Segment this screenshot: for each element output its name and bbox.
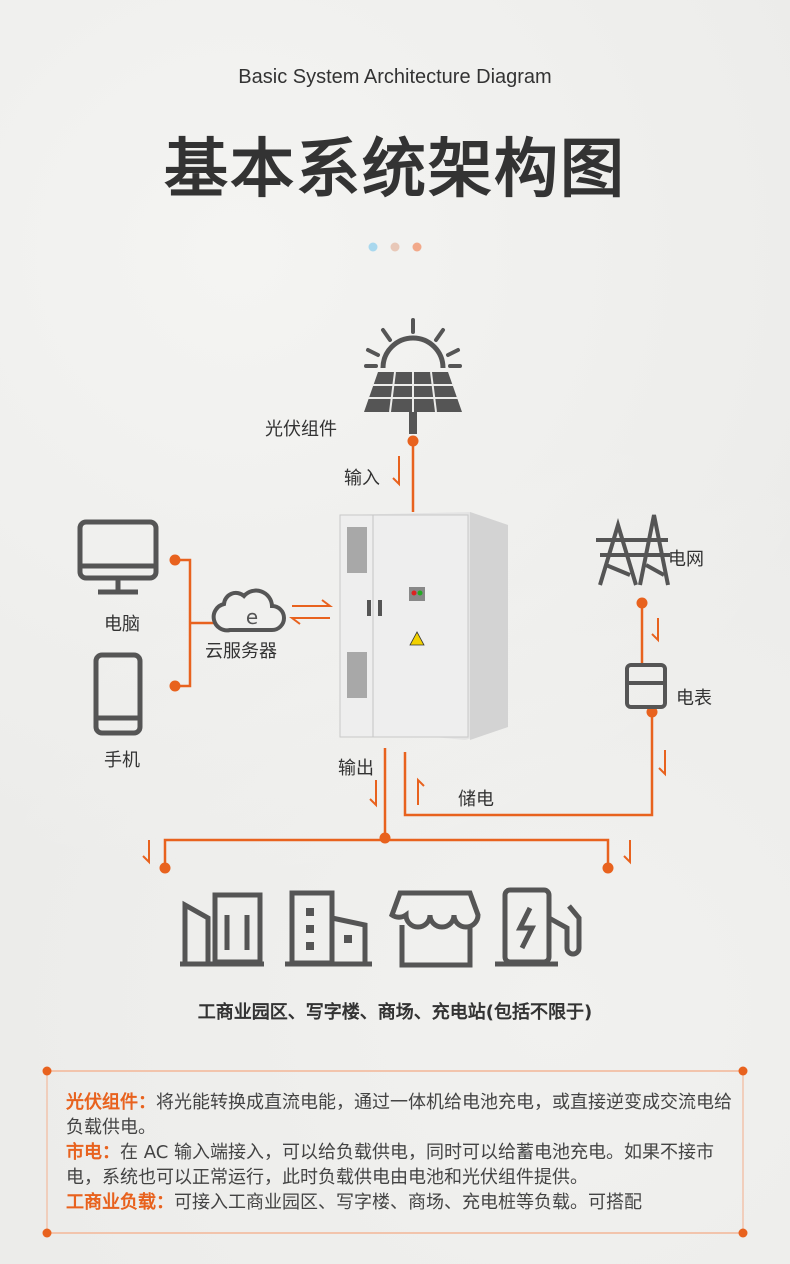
cloud-icon: [211, 588, 286, 633]
label-cloud: 云服务器: [205, 641, 277, 662]
label-phone: 手机: [104, 750, 140, 771]
solar-panel-icon: [364, 318, 462, 434]
desc-grid: 市电：在 AC 输入端接入，可以给负载供电，同时可以给蓄电池充电。如果不接市电，…: [66, 1140, 736, 1190]
flow-arrows: [142, 456, 666, 865]
description: 光伏组件：将光能转换成直流电能，通过一体机给电池充电，或直接逆变成交流电给负载供…: [66, 1090, 736, 1215]
connection-dots: [159, 435, 658, 874]
subtitle: Basic System Architecture Diagram: [238, 66, 552, 88]
phone-icon: [93, 652, 143, 736]
desc-text: 将光能转换成直流电能，通过一体机给电池充电，或直接逆变成交流电给负载供电。: [66, 1092, 732, 1138]
decor-dots: [368, 242, 422, 252]
desc-pv: 光伏组件：将光能转换成直流电能，通过一体机给电池充电，或直接逆变成交流电给负载供…: [66, 1090, 736, 1140]
industrial-park-icon: [180, 892, 264, 967]
desc-load: 工商业负载：可接入工商业园区、写字楼、商场、充电桩等负载。可搭配: [66, 1190, 736, 1215]
description-frame: [42, 1066, 748, 1238]
shopping-mall-icon: [389, 890, 481, 968]
label-input: 输入: [344, 468, 380, 489]
electric-meter-icon: [625, 663, 667, 709]
office-building-icon: [285, 890, 372, 967]
label-output: 输出: [338, 758, 374, 779]
term: 工商业负载：: [66, 1192, 174, 1213]
label-meter: 电表: [676, 688, 712, 709]
cloud-glyph: e: [246, 605, 258, 629]
term: 市电：: [66, 1142, 120, 1163]
label-storage: 储电: [458, 789, 494, 810]
energy-storage-cabinet: [339, 512, 508, 740]
label-pv: 光伏组件: [265, 419, 337, 440]
desc-text: 在 AC 输入端接入，可以给负载供电，同时可以给蓄电池充电。如果不接市电，系统也…: [66, 1142, 715, 1188]
power-grid-tower-icon: [596, 514, 670, 586]
loads-caption: 工商业园区、写字楼、商场、充电站(包括不限于): [197, 1002, 593, 1023]
page-title: 基本系统架构图: [164, 133, 626, 207]
term: 光伏组件：: [66, 1092, 156, 1113]
desc-text: 可接入工商业园区、写字楼、商场、充电桩等负载。可搭配: [174, 1192, 642, 1213]
charging-station-icon: [495, 887, 582, 967]
label-computer: 电脑: [104, 614, 140, 635]
label-grid: 电网: [668, 549, 704, 570]
computer-icon: [77, 519, 159, 595]
